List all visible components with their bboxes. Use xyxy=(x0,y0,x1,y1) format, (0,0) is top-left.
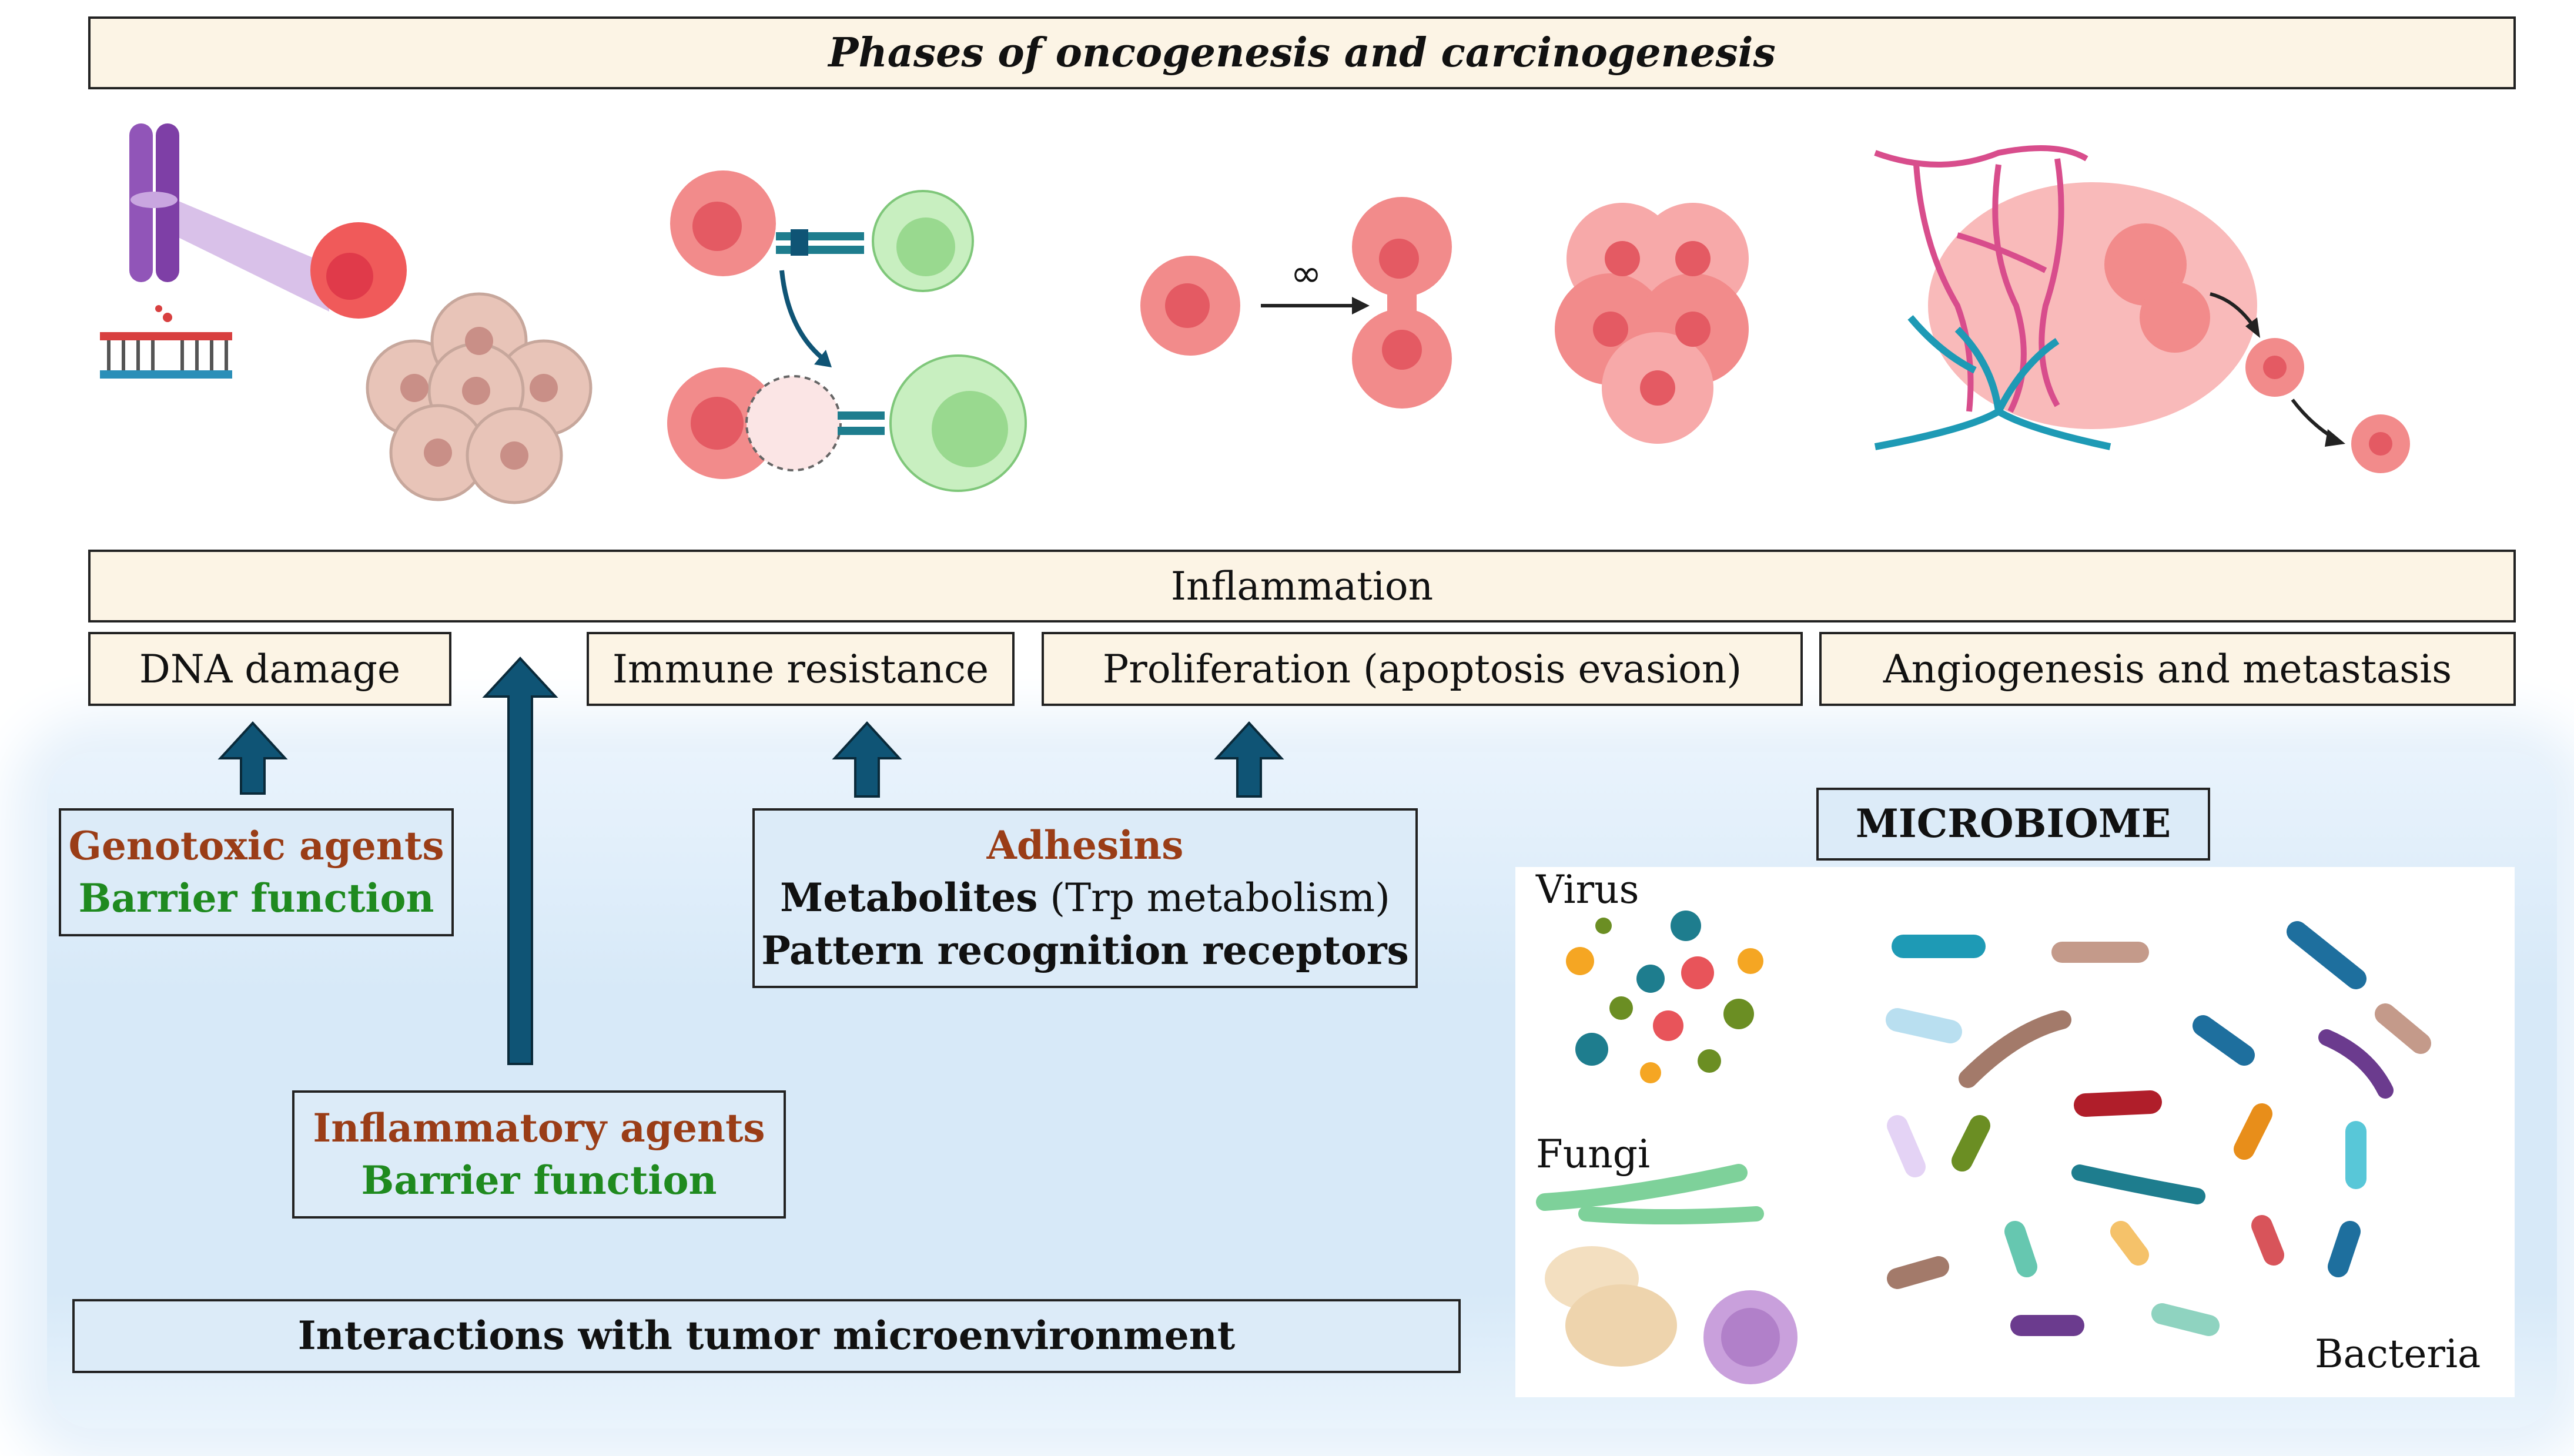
bacteria-icon xyxy=(1886,921,2431,1336)
virus-label: Virus xyxy=(1536,867,1639,912)
dividing-cell-icon xyxy=(1140,197,1452,409)
immune-checkpoint-icon xyxy=(776,229,864,256)
microbiome-title-box: MICROBIOME xyxy=(1816,788,2210,861)
fungi-label: Fungi xyxy=(1536,1132,1651,1177)
phase-box-proliferation: Proliferation (apoptosis evasion) xyxy=(1042,632,1803,706)
adhesins-label: Adhesins xyxy=(986,822,1184,869)
phases-title-box: Phases of oncogenesis and carcinogenesis xyxy=(88,16,2516,89)
metastasis-arrows-icon xyxy=(2210,292,2410,473)
up-arrow-icon xyxy=(832,721,902,798)
up-arrow-icon xyxy=(482,657,558,1065)
inflammatory-agents-box: Inflammatory agents Barrier function xyxy=(292,1090,786,1219)
phase-label: DNA damage xyxy=(139,646,401,692)
phase-label: Proliferation (apoptosis evasion) xyxy=(1102,646,1742,692)
metabolites-label: Metabolites (Trp metabolism) xyxy=(780,875,1390,921)
phase-box-immune-resistance: Immune resistance xyxy=(587,632,1015,706)
phases-title: Phases of oncogenesis and carcinogenesis xyxy=(828,29,1776,76)
immune-receptor-icon xyxy=(838,411,885,435)
inflammatory-agents-label: Inflammatory agents xyxy=(313,1104,765,1151)
tme-label: Interactions with tumor microenvironment xyxy=(297,1313,1236,1359)
illustrations-panel: ∞ xyxy=(100,123,2410,504)
adhesins-box: Adhesins Metabolites (Trp metabolism) Pa… xyxy=(752,808,1418,988)
pattern-recognition-label: Pattern recognition receptors xyxy=(761,927,1409,973)
barrier-function-label: Barrier function xyxy=(78,875,434,921)
microbes-illustration xyxy=(1536,911,2431,1384)
microbiome-title: MICROBIOME xyxy=(1855,801,2171,847)
mutated-cell-icon xyxy=(310,222,407,319)
tumor-cell-icon xyxy=(670,170,776,276)
phase-box-dna-damage: DNA damage xyxy=(88,632,451,706)
barrier-function-label: Barrier function xyxy=(361,1157,717,1203)
bacteria-label: Bacteria xyxy=(2315,1331,2481,1377)
infinity-symbol: ∞ xyxy=(1290,252,1321,296)
tumor-mass-icon xyxy=(1555,203,1749,444)
virus-icon xyxy=(1566,911,1763,1083)
inflammation-box: Inflammation xyxy=(88,550,2516,622)
arrows-layer xyxy=(217,657,1284,1065)
up-arrow-icon xyxy=(1214,721,1284,798)
fungi-icon xyxy=(1536,1164,1798,1384)
t-cell-large-icon xyxy=(889,354,1027,492)
dna-icon xyxy=(100,305,232,379)
chromosome-icon xyxy=(129,123,329,312)
genotoxic-agents-label: Genotoxic agents xyxy=(68,822,444,869)
phase-label: Angiogenesis and metastasis xyxy=(1883,646,2452,692)
phase-label: Immune resistance xyxy=(612,646,989,692)
interaction-arrow-icon xyxy=(779,270,825,361)
genotoxic-agents-box: Genotoxic agents Barrier function xyxy=(59,808,454,936)
t-cell-icon xyxy=(872,190,974,292)
up-arrow-icon xyxy=(217,721,288,795)
tumor-cell-escape-icon xyxy=(667,367,842,479)
inflammation-label: Inflammation xyxy=(1170,563,1434,609)
angiogenesis-tumor-icon xyxy=(1874,145,2257,450)
microbiome-panel: Virus Fungi Bacteria xyxy=(1515,867,2515,1397)
phase-box-angiogenesis: Angiogenesis and metastasis xyxy=(1819,632,2516,706)
normal-cells-cluster-icon xyxy=(366,292,593,504)
tumor-microenvironment-box: Interactions with tumor microenvironment xyxy=(72,1299,1461,1373)
